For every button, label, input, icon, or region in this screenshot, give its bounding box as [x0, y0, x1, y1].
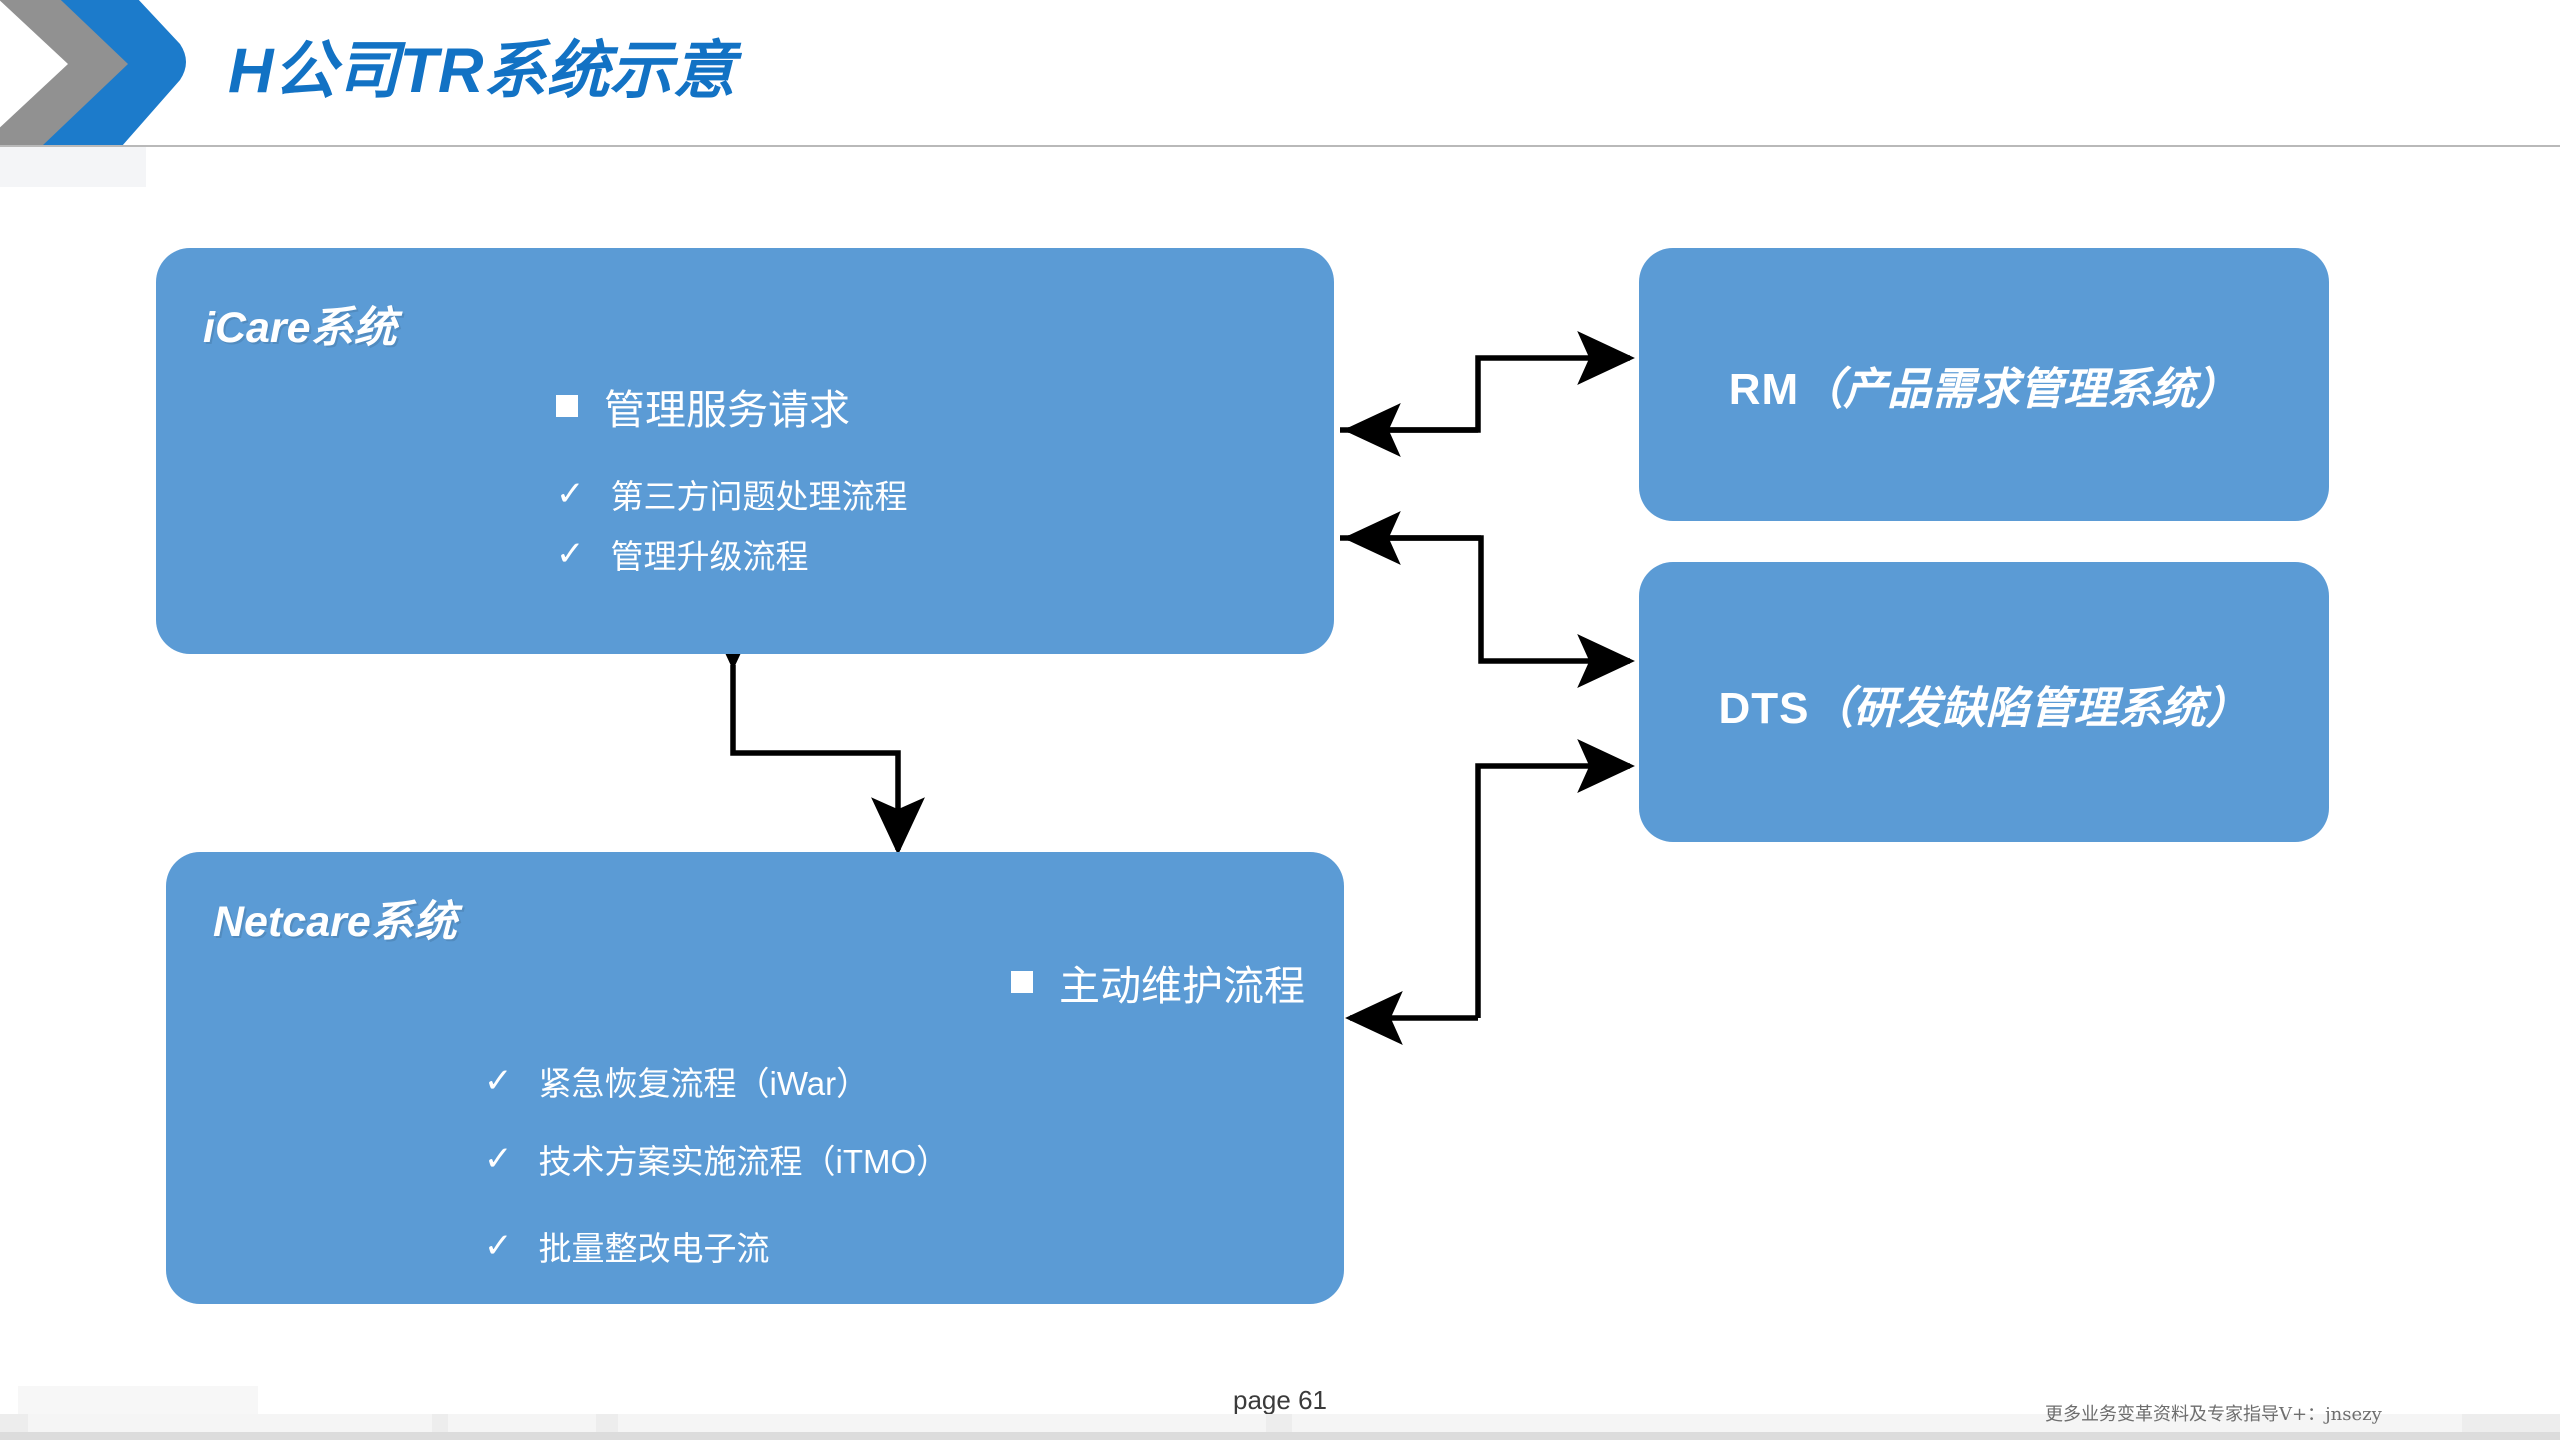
- square-bullet-icon: [556, 395, 578, 417]
- rm-label-latin: RM: [1728, 365, 1800, 414]
- icare-title-cjk: 系统: [310, 304, 397, 352]
- square-bullet-icon: [1011, 971, 1033, 993]
- icare-title-latin: iCare: [203, 304, 311, 352]
- netcare-sub-item-label: 批量整改电子流: [538, 1230, 770, 1267]
- footer-baseline: [0, 1432, 2560, 1440]
- netcare-box-title: Netcare系统: [213, 887, 457, 949]
- footer-segment: [618, 1414, 1266, 1432]
- icare-sub-item-label: 第三方问题处理流程: [610, 478, 908, 515]
- netcare-main-item-label: 主动维护流程: [1059, 963, 1305, 1009]
- icare-main-item-label: 管理服务请求: [604, 387, 850, 433]
- netcare-sub-item: ✓ 紧急恢复流程（iWar）: [484, 1057, 869, 1105]
- icare-sub-item: ✓ 管理升级流程: [556, 530, 809, 578]
- header-left-panel: [0, 147, 146, 187]
- connector-icare-to-rm: [1340, 331, 1635, 433]
- system-box-icare[interactable]: iCare系统 管理服务请求 ✓ 第三方问题处理流程 ✓ 管理升级流程: [156, 248, 1334, 654]
- chevron-logo: [0, 0, 200, 162]
- chevron-front-icon: [42, 0, 186, 146]
- netcare-sub-item-label: 技术方案实施流程（iTMO）: [538, 1143, 950, 1180]
- footer-segment: [1292, 1414, 2462, 1432]
- netcare-sub-item: ✓ 批量整改电子流: [484, 1222, 770, 1270]
- rm-label-cjk: （产品需求管理系统）: [1799, 365, 2240, 414]
- footer-segment: [28, 1414, 432, 1432]
- check-icon: ✓: [556, 475, 585, 513]
- dts-label-cjk: （研发缺陷管理系统）: [1809, 684, 2250, 733]
- netcare-sub-item-label: 紧急恢复流程（iWar）: [538, 1065, 870, 1102]
- system-box-netcare[interactable]: Netcare系统 主动维护流程 ✓ 紧急恢复流程（iWar） ✓ 技术方案实施…: [166, 852, 1344, 1304]
- header-divider: [0, 145, 2560, 147]
- system-box-dts[interactable]: DTS（研发缺陷管理系统）: [1639, 562, 2329, 842]
- footer-segment: [448, 1414, 596, 1432]
- netcare-sub-item: ✓ 技术方案实施流程（iTMO）: [484, 1135, 949, 1183]
- netcare-title-cjk: 系统: [370, 898, 457, 946]
- connector-icare-to-dts: [1340, 535, 1635, 688]
- netcare-title-latin: Netcare: [213, 898, 371, 946]
- icare-main-item: 管理服务请求: [556, 376, 850, 436]
- check-icon: ✓: [556, 535, 585, 573]
- check-icon: ✓: [484, 1140, 513, 1178]
- check-icon: ✓: [484, 1062, 513, 1100]
- connector-netcare-dts: [1475, 739, 1635, 1018]
- connector-icare-netcare: [706, 612, 925, 855]
- footer-strip: [0, 1414, 2560, 1434]
- rm-box-label: RM（产品需求管理系统）: [1639, 353, 2329, 417]
- page-title: H公司TR系统示意: [228, 36, 736, 106]
- watermark-text: 更多业务变革资料及专家指导V+：jnsezy: [2045, 1404, 2382, 1425]
- icare-box-title: iCare系统: [203, 293, 397, 355]
- dts-box-label: DTS（研发缺陷管理系统）: [1639, 672, 2329, 736]
- check-icon: ✓: [484, 1227, 513, 1265]
- dts-label-latin: DTS: [1718, 684, 1810, 733]
- system-box-rm[interactable]: RM（产品需求管理系统）: [1639, 248, 2329, 521]
- icare-sub-item-label: 管理升级流程: [610, 538, 809, 575]
- netcare-main-item: 主动维护流程: [1011, 952, 1305, 1012]
- footer-left-panel: [18, 1386, 258, 1416]
- page-number: page 61: [1233, 1385, 1327, 1415]
- icare-sub-item: ✓ 第三方问题处理流程: [556, 470, 908, 518]
